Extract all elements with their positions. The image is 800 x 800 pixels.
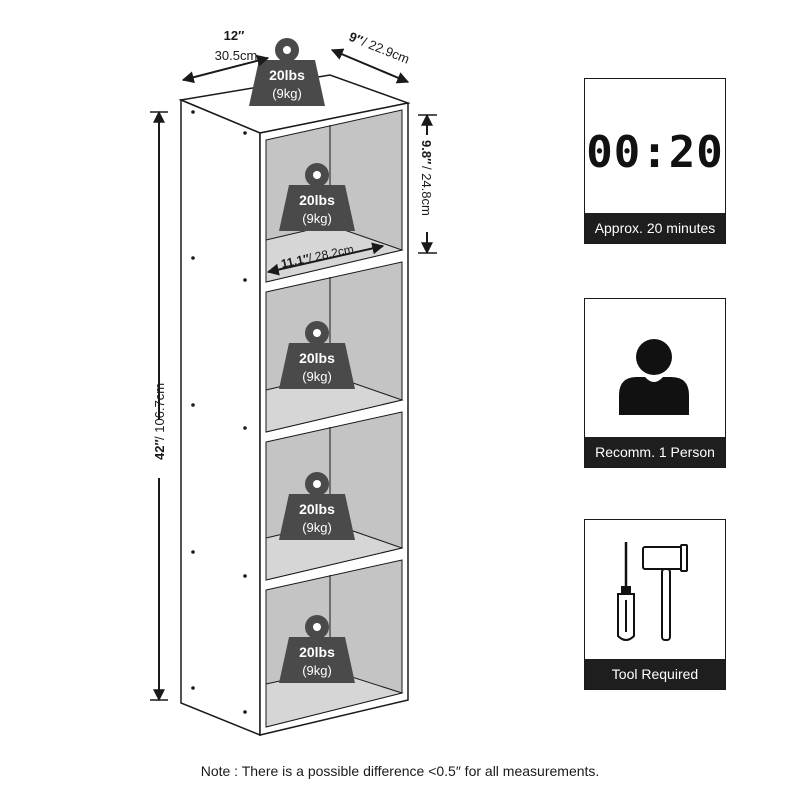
- svg-text:11.1″: 11.1″: [280, 251, 311, 271]
- people-panel: Recomm. 1 Person: [584, 298, 726, 468]
- screwdriver-icon: [617, 542, 635, 641]
- svg-text:(9kg): (9kg): [272, 86, 302, 101]
- weight-shelf-1: 20lbs (9kg): [279, 163, 355, 231]
- svg-text:9.8″: 9.8″: [419, 140, 434, 164]
- shelf-side-panel: [180, 98, 261, 737]
- bookshelf: [178, 74, 411, 737]
- weight-shelf-4: 20lbs (9kg): [279, 615, 355, 683]
- svg-text:/ 22.9cm: / 22.9cm: [360, 34, 412, 67]
- weight-shelf-2: 20lbs (9kg): [279, 321, 355, 389]
- width-dimension: 12″ 30.5cm: [181, 28, 270, 84]
- svg-text:9″: 9″: [347, 29, 365, 48]
- svg-text:(9kg): (9kg): [302, 211, 332, 226]
- tools-caption: Tool Required: [585, 659, 725, 689]
- svg-text:30.5cm: 30.5cm: [215, 48, 258, 63]
- svg-text:/ 24.8cm: / 24.8cm: [419, 166, 434, 216]
- height-dimension: 42″ / 106.7cm: [150, 110, 168, 702]
- svg-text:20lbs: 20lbs: [299, 501, 335, 517]
- digital-clock-icon: 00:20: [586, 127, 724, 178]
- screwdriver-hammer-icon: [617, 542, 688, 641]
- svg-text:(9kg): (9kg): [302, 369, 332, 384]
- svg-text:(9kg): (9kg): [302, 663, 332, 678]
- measurement-note: Note : There is a possible difference <0…: [200, 763, 600, 779]
- people-caption: Recomm. 1 Person: [585, 437, 725, 467]
- screw-dots: [191, 110, 247, 714]
- svg-text:20lbs: 20lbs: [269, 67, 305, 83]
- svg-text:42″: 42″: [152, 439, 167, 460]
- weight-shelf-3: 20lbs (9kg): [279, 472, 355, 540]
- tools-panel: Tool Required: [584, 519, 726, 690]
- svg-text:12″: 12″: [224, 28, 245, 43]
- svg-text:20lbs: 20lbs: [299, 644, 335, 660]
- svg-text:20lbs: 20lbs: [299, 192, 335, 208]
- assembly-time-caption: Approx. 20 minutes: [585, 213, 725, 243]
- assembly-time-panel: 00:20 Approx. 20 minutes: [584, 78, 726, 244]
- hammer-icon: [642, 544, 688, 641]
- depth-dimension: 9″ / 22.9cm: [330, 29, 412, 84]
- person-icon: [619, 339, 689, 415]
- shelf-height-dimension: 9.8″ / 24.8cm: [418, 113, 437, 255]
- svg-text:20lbs: 20lbs: [299, 350, 335, 366]
- svg-text:/ 106.7cm: / 106.7cm: [152, 383, 167, 440]
- weight-top: 20lbs (9kg): [249, 38, 325, 106]
- svg-text:(9kg): (9kg): [302, 520, 332, 535]
